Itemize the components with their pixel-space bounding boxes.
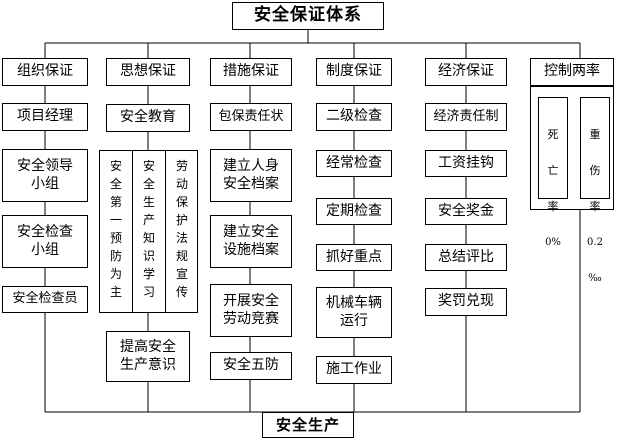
item-regular-inspection: 经常检查 <box>316 150 392 177</box>
injury-rate-unit: ‰ <box>588 273 602 284</box>
item-economic-responsibility: 经济责任制 <box>425 103 507 131</box>
diagram-title: 安全保证体系 <box>232 2 384 30</box>
item-safety-bonus: 安全奖金 <box>425 198 507 225</box>
item-reward-penalty: 奖罚兑现 <box>425 288 507 316</box>
item-responsibility-contract: 包保责任状 <box>210 103 292 131</box>
education-topics-group: 安全第一预防为主 安全生产知识学习 劳动保护法规宣传 <box>99 150 198 313</box>
item-safety-leading-group: 安全领导 小组 <box>2 149 88 202</box>
safe-production-box: 安全生产 <box>262 412 354 438</box>
fatality-rate-char: 亡 <box>547 164 559 177</box>
topic-divider <box>132 151 133 312</box>
item-summary-evaluation: 总结评比 <box>425 244 507 271</box>
injury-rate-char: 重 <box>589 128 601 141</box>
item-safety-inspection-group: 安全检查 小组 <box>2 215 88 268</box>
item-vehicle-operation: 机械车辆 运行 <box>316 287 392 338</box>
column-header-control-rates: 控制两率 <box>530 58 614 86</box>
item-safety-education: 安全教育 <box>106 104 190 132</box>
item-wage-linkage: 工资挂钩 <box>425 150 507 177</box>
topic-divider <box>165 151 166 312</box>
topic-knowledge-study: 安全生产知识学习 <box>142 159 155 299</box>
fatality-rate-char: 死 <box>547 128 559 141</box>
fatality-rate-box: 死 亡 率 0% <box>538 97 568 248</box>
fatality-rate-value: 0% <box>545 237 561 248</box>
column-header-systems: 制度保证 <box>316 58 392 86</box>
injury-rate-char: 伤 <box>589 164 601 177</box>
column-header-organization: 组织保证 <box>2 58 88 86</box>
column-header-measures: 措施保证 <box>210 58 292 86</box>
item-periodic-inspection: 定期检查 <box>316 198 392 225</box>
column-header-ideology: 思想保证 <box>106 58 190 86</box>
item-project-manager: 项目经理 <box>2 103 88 131</box>
item-safety-competition: 开展安全 劳动竞赛 <box>210 284 292 337</box>
item-five-preventions: 安全五防 <box>210 352 292 380</box>
column-header-economy: 经济保证 <box>425 58 507 86</box>
injury-rate-char: 率 <box>589 200 601 213</box>
fatality-rate-char: 率 <box>547 200 559 213</box>
rates-container: 死 亡 率 0% 重 伤 率 0.2 ‰ <box>530 86 614 284</box>
item-construction-work: 施工作业 <box>316 356 392 384</box>
topic-safety-first: 安全第一预防为主 <box>109 159 122 299</box>
item-personal-safety-file: 建立人身 安全档案 <box>210 149 292 202</box>
item-facility-safety-file: 建立安全 设施档案 <box>210 215 292 268</box>
item-safety-inspector: 安全检查员 <box>2 286 88 313</box>
item-key-points: 抓好重点 <box>316 244 392 271</box>
item-two-level-inspection: 二级检查 <box>316 103 392 131</box>
injury-rate-value: 0.2 <box>587 237 603 248</box>
serious-injury-rate-box: 重 伤 率 0.2 ‰ <box>580 97 610 284</box>
topic-labor-law-promotion: 劳动保护法规宣传 <box>175 159 188 299</box>
item-raise-awareness: 提高安全 生产意识 <box>106 331 190 382</box>
